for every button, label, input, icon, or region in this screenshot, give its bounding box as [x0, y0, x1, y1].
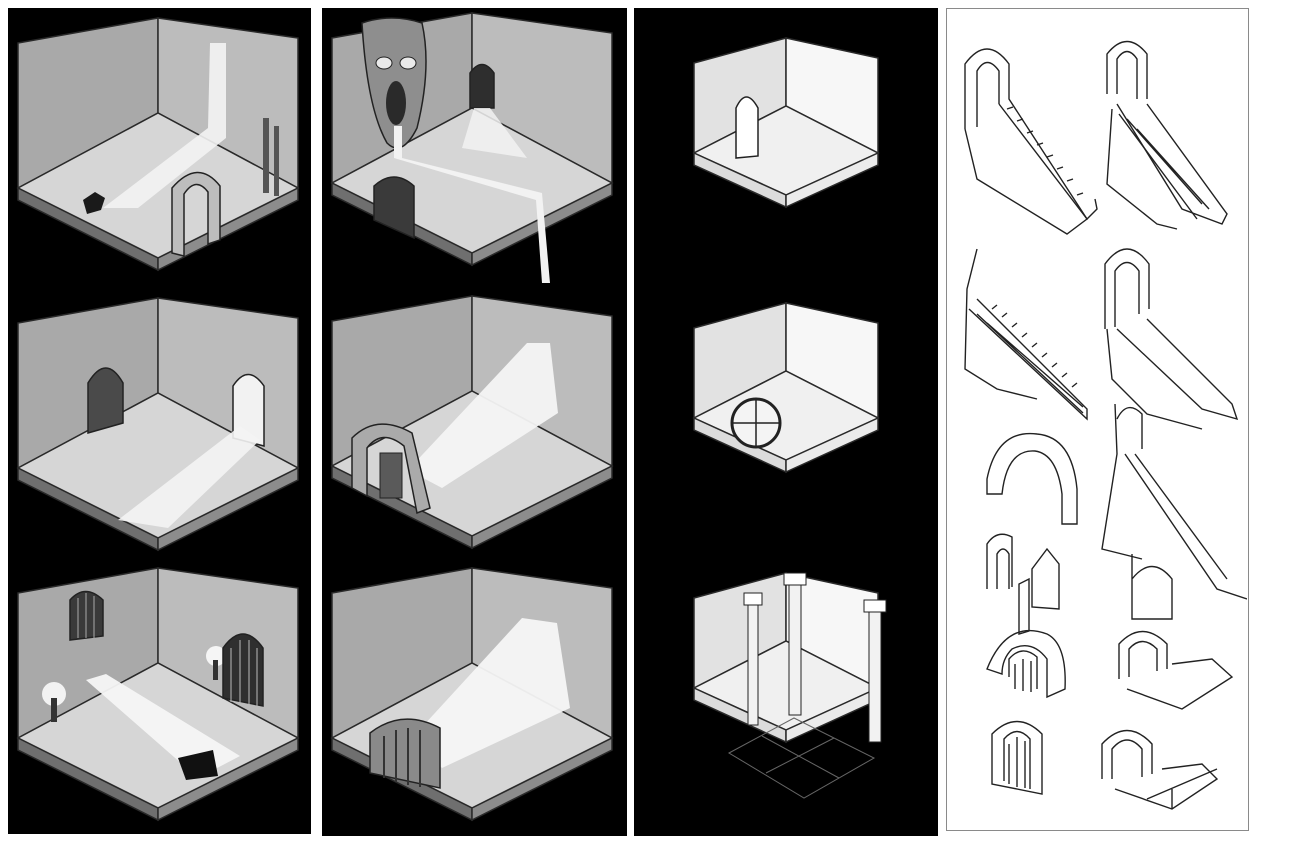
concept-column-rendered-caves [322, 8, 627, 836]
stone-arch-icon [1118, 630, 1234, 710]
column-icon [743, 572, 887, 743]
light-shaft [86, 674, 240, 778]
wooden-beam-icon [263, 118, 279, 196]
portcullis-icon [369, 718, 441, 789]
brick-room-tile [16, 297, 300, 552]
stone-arch-icon [171, 171, 221, 257]
light-shaft [118, 426, 260, 528]
staircase-icon [1101, 403, 1247, 620]
demon-face-icon [361, 17, 427, 149]
crack-hole-icon [83, 192, 105, 214]
concept-column-light-rooms [634, 8, 938, 836]
tiled-floor-grid [727, 717, 876, 799]
staircase-icon [964, 48, 1098, 235]
column-room-tile [692, 572, 880, 744]
light-shaft [462, 108, 527, 158]
barred-window-icon [69, 590, 104, 641]
floor-pit-icon [178, 750, 218, 780]
light-shaft [408, 343, 558, 488]
stone-arch-icon [986, 432, 1078, 525]
barred-gate-icon [373, 176, 415, 240]
light-shaft [412, 618, 570, 768]
door-frame-icon [986, 533, 1060, 635]
stone-arch-icon [1101, 729, 1219, 810]
portcullis-icon [222, 633, 264, 707]
arched-door-icon [469, 63, 495, 109]
gothic-door-room-tile [692, 37, 880, 209]
round-window-room-tile [692, 302, 880, 474]
torch-icon [42, 646, 226, 722]
light-shaft [103, 43, 226, 208]
wooden-gate-icon [351, 423, 431, 515]
staircase-icon [1104, 248, 1239, 430]
concept-column-line-sketches [946, 8, 1249, 831]
staircase-icon [1106, 40, 1228, 230]
arched-door-icon [991, 720, 1043, 795]
gothic-door-icon [735, 96, 759, 159]
staircase-icon [964, 248, 1088, 421]
ruined-room-tile [16, 17, 300, 272]
round-window-icon [730, 397, 782, 449]
concept-column-rendered-rooms [8, 8, 311, 834]
arched-door-icon [986, 629, 1066, 699]
